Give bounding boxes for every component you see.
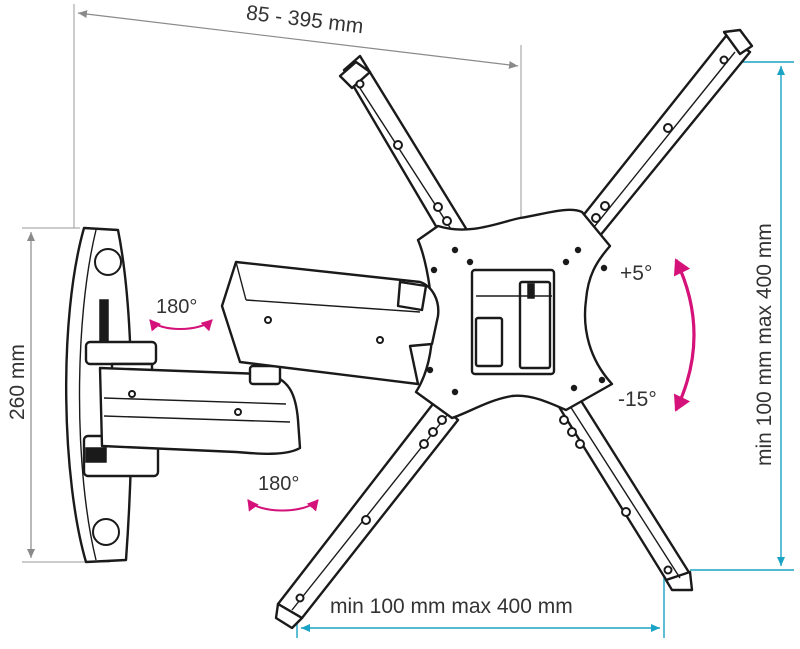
- wall-plate-height-label: 260 mm: [6, 344, 29, 420]
- swivel-lower-indicator: 180°: [247, 473, 319, 512]
- wall-plate-height-dimension: 260 mm: [6, 227, 110, 563]
- lower-arm: [98, 364, 302, 455]
- upper-arm: [220, 260, 440, 386]
- wall-plate-bottom-hole: [92, 518, 120, 546]
- tilt-bracket: [470, 268, 556, 376]
- vesa-arm-bottom-right: [554, 394, 694, 592]
- arm-extension-label: 85 - 395 mm: [245, 1, 365, 38]
- wall-plate: [64, 226, 133, 564]
- vesa-arm-top-left: [338, 54, 472, 252]
- tilt-up-label: +5°: [620, 262, 652, 285]
- arm-extension-dimension: 85 - 395 mm: [73, 1, 522, 228]
- vesa-vertical-label: min 100 mm max 400 mm: [753, 223, 776, 466]
- swivel-upper-label: 180°: [156, 296, 197, 318]
- vesa-horizontal-dimension: min 100 mm max 400 mm: [296, 560, 665, 638]
- tilt-indicator: +5° -15°: [618, 258, 696, 412]
- vesa-arm-bottom-left: [274, 398, 460, 630]
- vesa-horizontal-label: min 100 mm max 400 mm: [330, 595, 573, 618]
- swivel-upper-indicator: 180°: [149, 296, 213, 332]
- tilt-down-label: -15°: [618, 388, 657, 411]
- wall-plate-top-hole: [94, 248, 122, 276]
- vesa-arm-top-right: [568, 28, 754, 250]
- vesa-mounting-plate: [274, 28, 754, 630]
- swivel-lower-label: 180°: [258, 473, 299, 495]
- vesa-vertical-dimension: min 100 mm max 400 mm: [690, 61, 794, 571]
